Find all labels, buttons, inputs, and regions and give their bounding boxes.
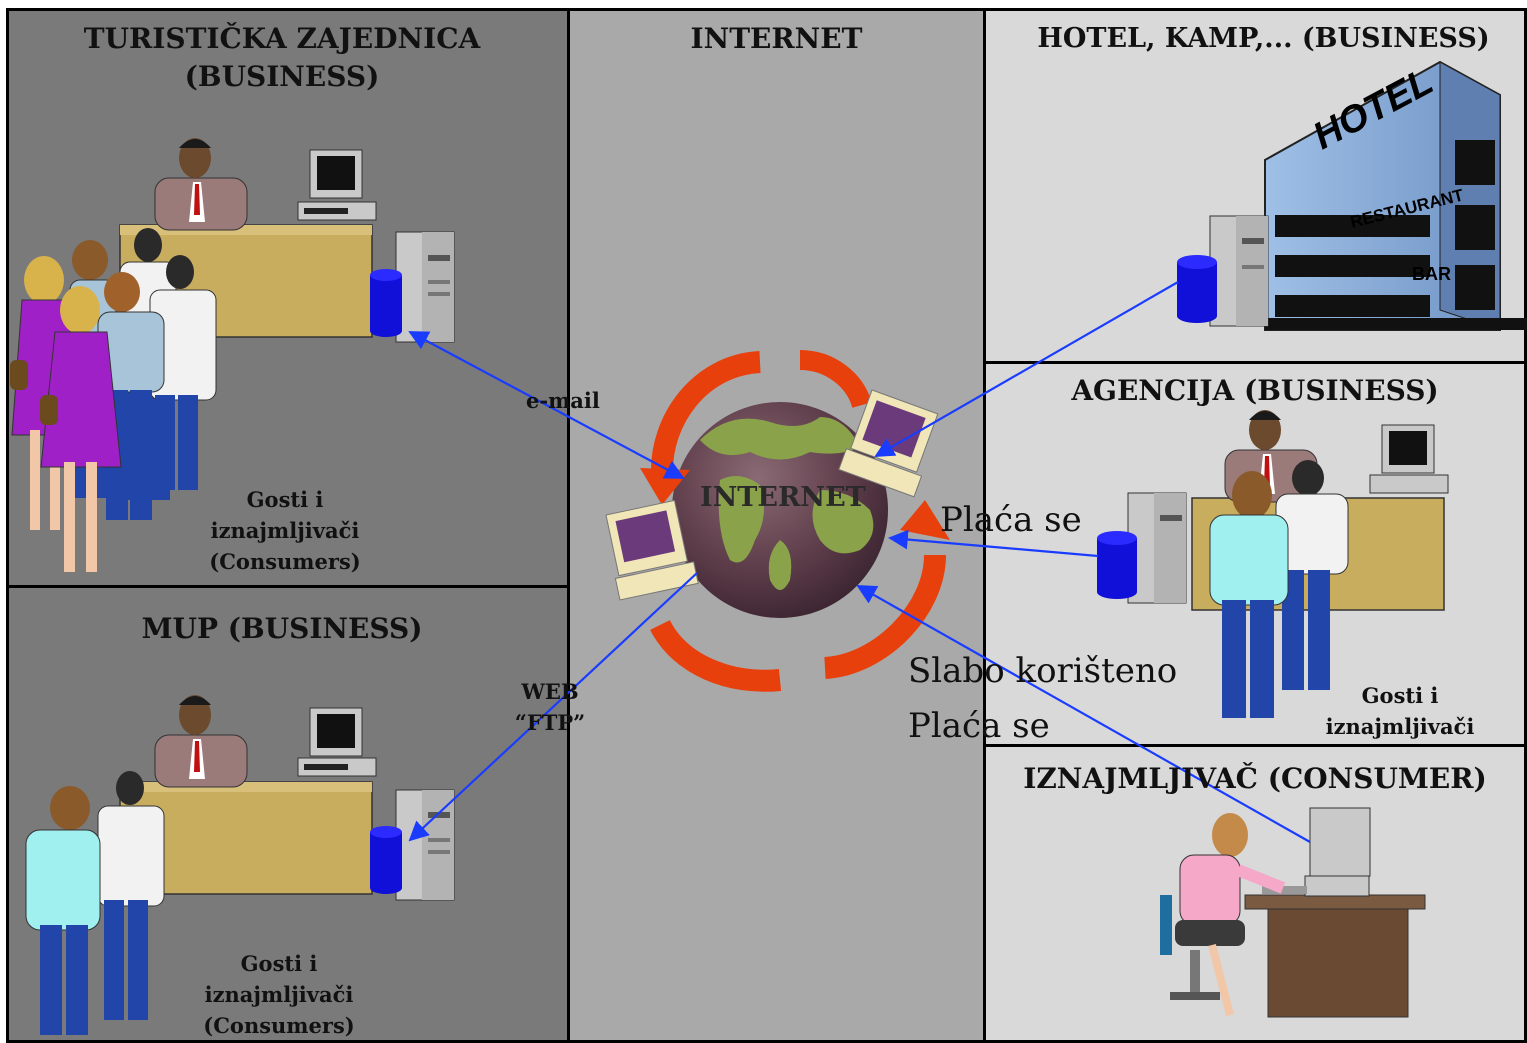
internet-title: INTERNET	[690, 22, 863, 55]
agencija-customer-person-icon	[1209, 471, 1289, 718]
mup-database-icon	[370, 826, 402, 894]
tz-title: TURISTIČKA ZAJEDNICA (BUSINESS)	[6, 20, 558, 96]
hotel-title: HOTEL, KAMP,... (BUSINESS)	[1037, 23, 1490, 54]
mup-computer-icon	[297, 707, 377, 777]
mup-title: MUP (BUSINESS)	[141, 612, 423, 645]
tz-database-icon	[370, 269, 402, 337]
tz-queue-person-icon	[149, 255, 217, 490]
mup-queue-person-icon	[25, 786, 101, 1035]
cycle-arrow-icon	[640, 350, 950, 692]
tz-computer-icon	[297, 149, 377, 221]
tz-title-line2: (BUSINESS)	[184, 60, 380, 93]
web-arrow	[408, 572, 698, 842]
consumer-note-line1: Slabo korišteno	[908, 651, 1178, 691]
globe-icon	[672, 402, 888, 618]
consumer-desk-icon	[1244, 894, 1426, 1018]
web-label-line1: WEB	[521, 679, 579, 704]
consumer-arrow	[856, 585, 1311, 843]
internet-computer-icon	[838, 389, 939, 498]
agencija-title: AGENCIJA (BUSINESS)	[1071, 374, 1439, 407]
agencija-computer-icon	[1369, 424, 1449, 494]
mup-caption-line2: iznajmljivači	[204, 982, 354, 1007]
mup-consumers-caption: Gosti i iznajmljivači (Consumers)	[184, 948, 374, 1041]
web-label-line2: “FTP”	[514, 710, 586, 735]
email-label: e-mail	[526, 388, 600, 413]
agencija-note: Plaća se	[940, 500, 1082, 540]
agencija-consumers-caption: Gosti i iznajmljivači	[1305, 680, 1495, 742]
tz-queue-person-icon	[40, 286, 122, 572]
tz-caption-line2: iznajmljivači	[210, 518, 360, 543]
tz-server-icon	[395, 231, 455, 343]
consumer-note: Slabo korišteno Plaća se	[908, 644, 1177, 754]
hotel-server-icon	[1209, 215, 1269, 327]
tz-consumers-caption: Gosti i iznajmljivači (Consumers)	[190, 484, 380, 577]
tz-caption-line3: (Consumers)	[209, 549, 361, 574]
web-label: WEB “FTP”	[500, 676, 600, 738]
tz-title-line1: TURISTIČKA ZAJEDNICA	[83, 22, 481, 55]
mup-queue-person-icon	[97, 771, 165, 1020]
consumer-computer-icon	[1262, 807, 1371, 897]
agencija-database-icon	[1097, 531, 1137, 599]
tz-clerk-person-icon	[154, 138, 248, 231]
agencija-caption-line2: iznajmljivači	[1325, 714, 1475, 739]
bar-sign: BAR	[1412, 264, 1451, 284]
mup-server-icon	[395, 789, 455, 901]
internet-computer-icon	[605, 499, 699, 601]
mup-caption-line3: (Consumers)	[203, 1013, 355, 1038]
hotel-database-icon	[1177, 255, 1217, 323]
agencija-caption-line1: Gosti i	[1361, 683, 1439, 708]
hotel-arrow	[874, 281, 1179, 457]
consumer-note-line2: Plaća se	[908, 706, 1050, 746]
consumer-person-icon	[1160, 813, 1286, 1016]
mup-clerk-person-icon	[154, 695, 248, 788]
connection-arrows	[408, 281, 1311, 843]
agencija-arrow	[888, 529, 1099, 558]
tz-caption-line1: Gosti i	[246, 487, 324, 512]
email-arrow	[408, 331, 685, 479]
panel-iznajmljivac	[983, 744, 1527, 1043]
globe-label: INTERNET	[700, 482, 866, 513]
mup-caption-line1: Gosti i	[240, 951, 318, 976]
iznajmljivac-title: IZNAJMLJIVAČ (CONSUMER)	[1023, 762, 1487, 795]
agencija-server-icon	[1127, 492, 1187, 604]
